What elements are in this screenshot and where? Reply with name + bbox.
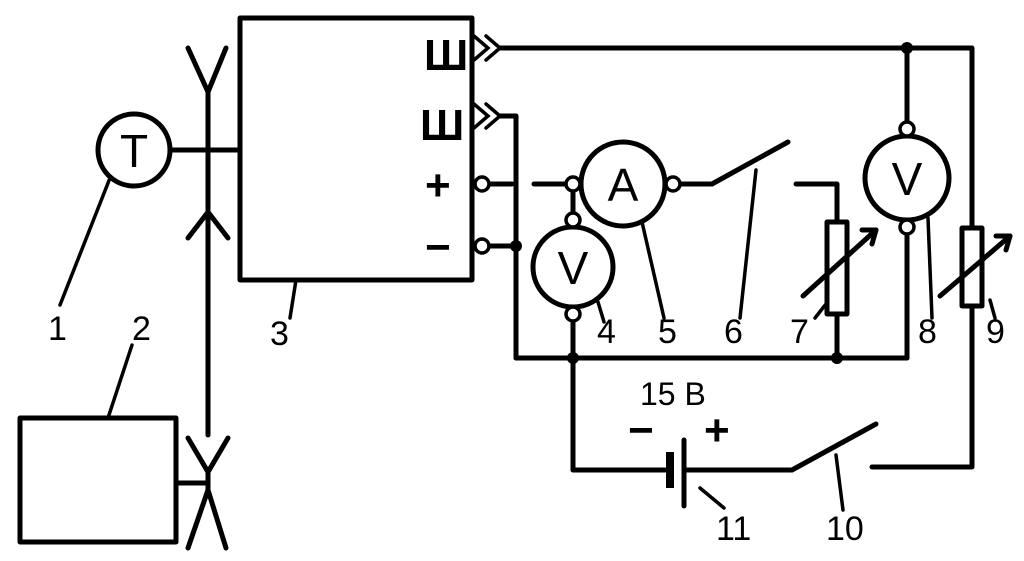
- terminal-minus-label: −: [425, 223, 451, 272]
- battery: [666, 437, 726, 510]
- junction-dot: [567, 352, 579, 364]
- ammeter-symbol: A: [608, 159, 639, 211]
- tester-symbol: T: [120, 125, 148, 177]
- terminal-plus-label: +: [425, 161, 451, 210]
- part-labels: 1 2 3 4 5 6 7 8 9 10 11: [48, 310, 1005, 548]
- terminal-minus: [473, 237, 491, 255]
- device-3-box: [237, 15, 475, 283]
- junction-dot: [901, 42, 913, 54]
- label-7: 7: [790, 313, 809, 351]
- tester-meter: T: [95, 111, 173, 189]
- label-6: 6: [724, 313, 743, 351]
- label-8: 8: [918, 313, 937, 351]
- unit-2-box: [17, 415, 179, 545]
- battery-voltage: 15 В: [640, 376, 706, 412]
- junction-dot: [510, 240, 522, 252]
- plug-e2: [472, 102, 503, 130]
- voltmeter-4: V: [530, 211, 616, 323]
- label-10: 10: [826, 510, 864, 548]
- label-11: 11: [716, 510, 751, 548]
- rheostat-7: [800, 219, 879, 317]
- rheostat-9: [937, 225, 1013, 309]
- wiring: [486, 45, 975, 473]
- voltmeter-8: V: [862, 120, 952, 236]
- label-9: 9: [986, 313, 1005, 351]
- label-1: 1: [48, 310, 67, 348]
- label-4: 4: [597, 313, 616, 351]
- ammeter: A: [564, 139, 682, 229]
- label-5: 5: [658, 313, 677, 351]
- label-2: 2: [132, 310, 151, 348]
- plug-e1: [472, 34, 503, 62]
- terminal-plus: [473, 175, 491, 193]
- battery-minus-sign: −: [628, 406, 654, 455]
- connector-column: [185, 45, 231, 551]
- terminal-e1-label: Ш: [424, 31, 468, 80]
- junction-dot: [831, 352, 843, 364]
- terminal-e2-label: Ш: [420, 101, 464, 150]
- label-3: 3: [270, 315, 289, 353]
- voltmeter-4-symbol: V: [558, 242, 589, 294]
- voltmeter-8-symbol: V: [892, 153, 923, 205]
- leader-lines: [58, 168, 997, 512]
- battery-plus-sign: +: [704, 406, 730, 455]
